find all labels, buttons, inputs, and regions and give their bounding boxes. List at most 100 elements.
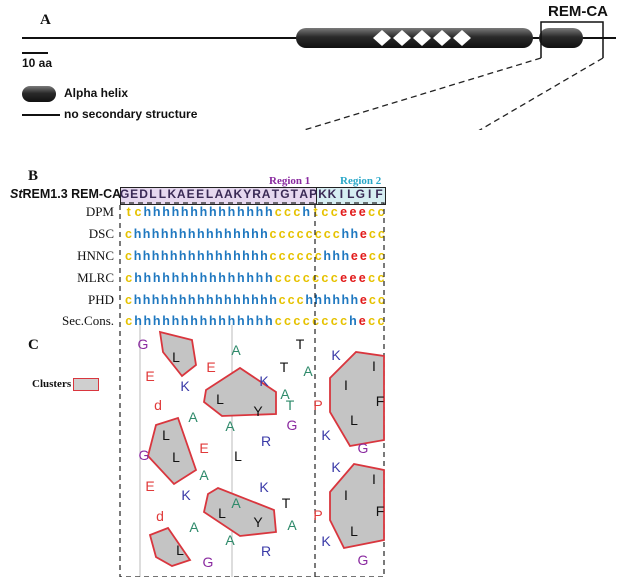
- prediction-char: e: [359, 249, 367, 263]
- prediction-char: h: [227, 205, 236, 219]
- scale-bar-label: 10 aa: [22, 56, 53, 70]
- hc-letter: G: [358, 440, 369, 456]
- prediction-char: c: [284, 314, 291, 328]
- prediction-char: h: [227, 271, 236, 285]
- hc-letter: I: [344, 377, 348, 393]
- prediction-char: h: [133, 249, 142, 263]
- legend-helix-label: Alpha helix: [64, 86, 129, 100]
- prediction-char: h: [265, 314, 273, 328]
- region1-label: Region 1: [269, 175, 311, 187]
- prediction-char: h: [218, 271, 226, 285]
- sequence-residue: T: [271, 187, 280, 201]
- hc-letter: T: [296, 336, 305, 352]
- hc-letter: G: [287, 417, 298, 433]
- cluster-7: [329, 463, 385, 550]
- legend-line-label: no secondary structure: [64, 107, 198, 121]
- prediction-char: c: [377, 293, 385, 307]
- sequence-residue: G: [120, 187, 130, 201]
- hc-letter: L: [350, 412, 358, 428]
- prediction-char: c: [305, 249, 313, 263]
- hc-letter: K: [331, 459, 341, 475]
- prediction-char: h: [208, 314, 217, 328]
- prediction-char: h: [323, 249, 332, 263]
- prediction-char: h: [323, 293, 332, 307]
- prediction-char: h: [251, 227, 259, 241]
- hc-letter: L: [172, 449, 180, 465]
- cluster-6: [329, 351, 385, 447]
- prediction-char: c: [305, 227, 313, 241]
- sequence-residue: R: [252, 187, 261, 201]
- prediction-char: h: [215, 227, 223, 241]
- hc-letter: I: [344, 487, 348, 503]
- hc-letter: G: [203, 554, 214, 570]
- prediction-char: h: [196, 227, 205, 241]
- hc-letter: L: [162, 427, 170, 443]
- hc-letter: A: [231, 342, 241, 358]
- sequence-residue: K: [233, 187, 243, 201]
- prediction-method-label: Sec.Cons.: [62, 313, 114, 328]
- prediction-char: e: [358, 271, 366, 285]
- prediction-char: h: [227, 314, 236, 328]
- prediction-char: h: [260, 293, 268, 307]
- prediction-char: h: [246, 205, 254, 219]
- prediction-char: h: [332, 249, 341, 263]
- prediction-char: h: [187, 227, 196, 241]
- sequence-residue: A: [224, 187, 233, 201]
- prediction-char: h: [215, 293, 223, 307]
- prediction-char: h: [224, 249, 232, 263]
- prediction-char: h: [205, 227, 214, 241]
- prediction-char: c: [377, 249, 385, 263]
- sequence-residue: F: [375, 187, 383, 201]
- sequence-residue: L: [205, 187, 214, 201]
- region2-background: [316, 187, 386, 205]
- region2-label: Region 2: [340, 175, 382, 187]
- prediction-char: c: [284, 271, 291, 285]
- prediction-char: c: [368, 227, 376, 241]
- prediction-char: h: [233, 293, 241, 307]
- hc-letter: L: [216, 391, 224, 407]
- prediction-char: c: [296, 227, 304, 241]
- prediction-char: h: [236, 205, 245, 219]
- prediction-char: h: [332, 293, 341, 307]
- sequence-residue: A: [176, 187, 186, 201]
- prediction-char: h: [187, 293, 196, 307]
- prediction-char: h: [171, 205, 180, 219]
- hc-letter: K: [181, 487, 191, 503]
- prediction-char: e: [350, 249, 358, 263]
- hc-letter: G: [139, 447, 150, 463]
- prediction-char: h: [180, 314, 189, 328]
- sequence-residue: A: [214, 187, 224, 201]
- hc-letter: K: [321, 427, 331, 443]
- hc-letter: A: [199, 467, 209, 483]
- prediction-char: h: [305, 293, 313, 307]
- hc-letter: d: [154, 397, 162, 413]
- prediction-char: c: [274, 205, 282, 219]
- hc-letter: E: [145, 368, 154, 384]
- hc-letter: P: [313, 507, 322, 523]
- prediction-char: h: [233, 249, 241, 263]
- hc-letter: K: [259, 479, 269, 495]
- hc-letter: Y: [253, 514, 263, 530]
- protein-label-rest: REM1.3 REM-CA: [22, 187, 122, 201]
- prediction-char: h: [196, 249, 205, 263]
- prediction-char: h: [178, 249, 187, 263]
- prediction-char: h: [236, 271, 245, 285]
- prediction-char: h: [218, 205, 226, 219]
- prediction-char: h: [178, 227, 187, 241]
- prediction-char: h: [169, 249, 178, 263]
- prediction-char: h: [134, 271, 142, 285]
- prediction-char: c: [323, 227, 331, 241]
- prediction-char: e: [359, 293, 367, 307]
- sequence-residue: E: [196, 187, 205, 201]
- prediction-char: h: [341, 227, 350, 241]
- prediction-char: e: [349, 205, 357, 219]
- protein-label: StREM1.3 REM-CA: [10, 187, 121, 201]
- sequence-residue: P: [309, 187, 318, 201]
- prediction-char: c: [125, 314, 133, 328]
- hc-letter: d: [156, 508, 164, 524]
- prediction-char: h: [142, 293, 151, 307]
- prediction-char: h: [171, 314, 180, 328]
- prediction-char: h: [265, 205, 273, 219]
